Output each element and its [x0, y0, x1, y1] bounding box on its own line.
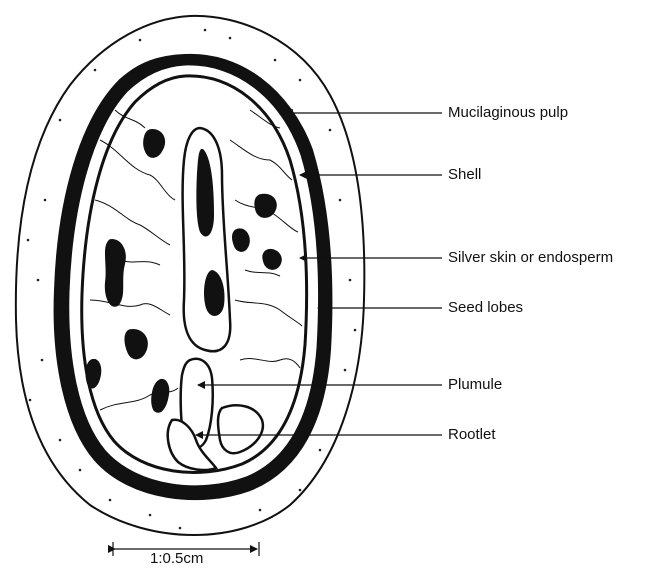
label-plumule: Plumule	[448, 376, 502, 394]
label-rootlet: Rootlet	[448, 426, 496, 444]
scale-label: 1:0.5cm	[150, 550, 203, 568]
label-mucilaginous-pulp: Mucilaginous pulp	[448, 104, 568, 122]
label-silver-skin: Silver skin or endosperm	[448, 249, 613, 267]
label-seed-lobes: Seed lobes	[448, 299, 523, 317]
label-shell: Shell	[448, 166, 481, 184]
